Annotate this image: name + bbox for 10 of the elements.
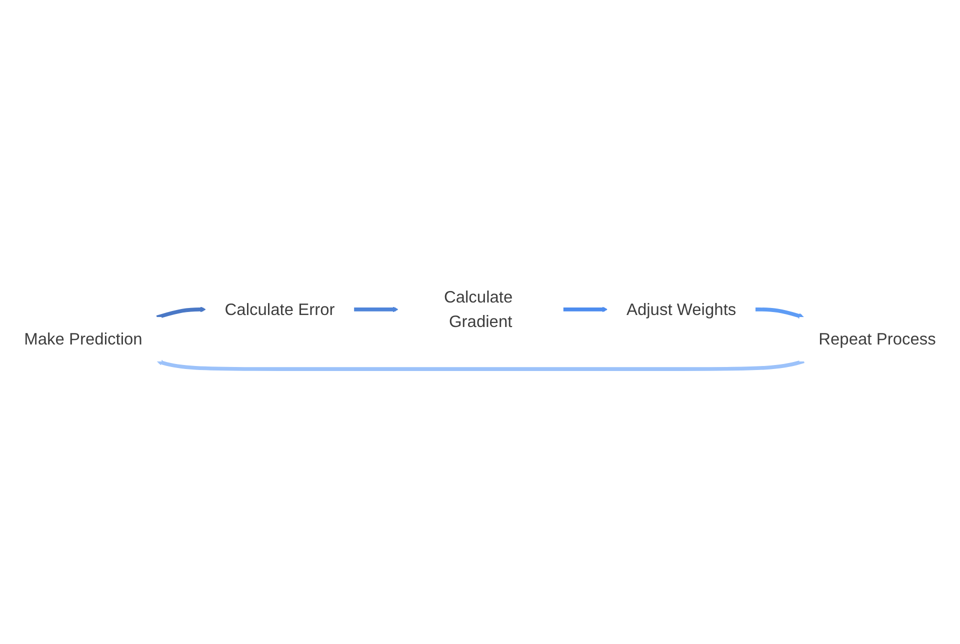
arrow <box>354 306 398 312</box>
arrow <box>755 307 804 318</box>
arrow <box>156 306 206 320</box>
node-text: Repeat Process <box>818 329 936 348</box>
arrow <box>563 306 608 312</box>
node-text: Calculate Error <box>224 299 335 319</box>
node-text: Adjust Weights <box>626 299 736 319</box>
node-text: Calculate Gradient <box>444 287 513 331</box>
node-text: Make Prediction <box>24 329 142 348</box>
arrow <box>156 359 804 371</box>
